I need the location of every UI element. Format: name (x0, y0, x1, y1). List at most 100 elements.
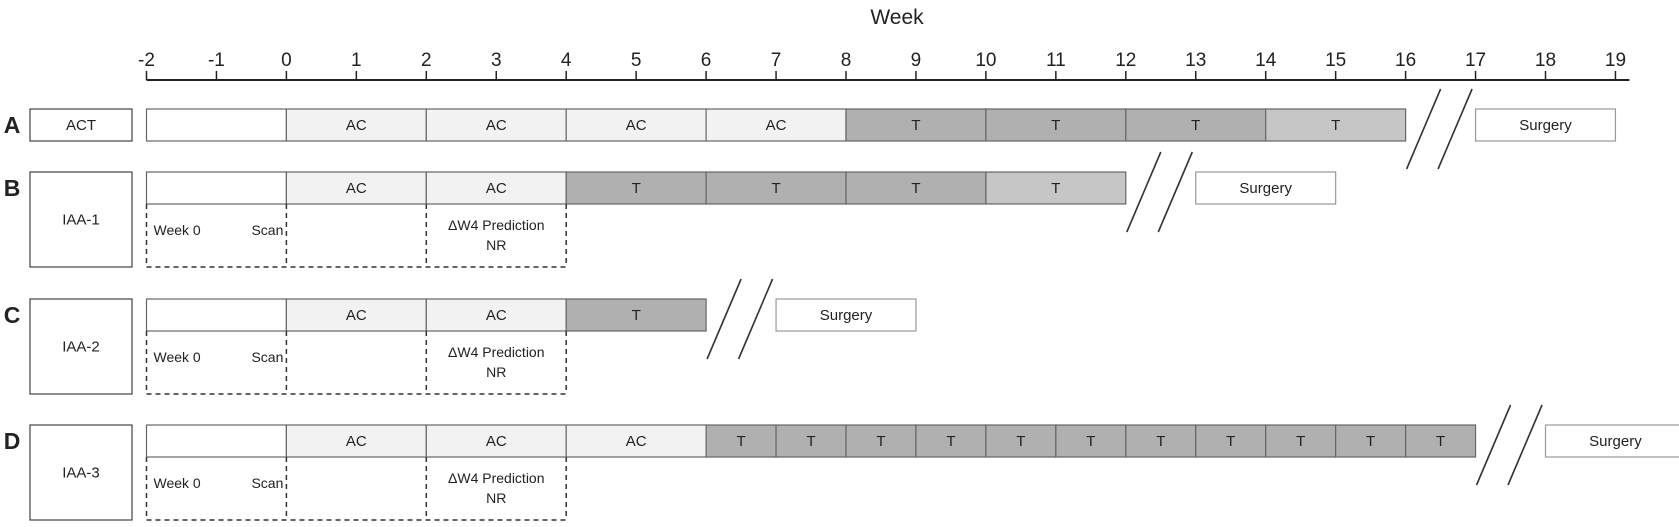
segment-label: Surgery (1519, 117, 1572, 134)
axis-tick-label: 7 (771, 50, 782, 71)
segment-label: T (1331, 117, 1340, 134)
axis-tick-label: 8 (841, 50, 852, 71)
segment-label: Surgery (1239, 180, 1292, 197)
axis-tick-label: 14 (1255, 50, 1277, 71)
axis-tick-label: 3 (491, 50, 502, 71)
baseline-segment (145, 108, 287, 142)
prediction-result: NR (486, 364, 506, 380)
ac-segment (565, 424, 707, 458)
break-mark (1157, 151, 1194, 233)
segment-label: T (911, 180, 920, 197)
taxane-segment (1335, 424, 1407, 458)
segment-label: T (1191, 117, 1200, 134)
axis-tick-label: 1 (351, 50, 362, 71)
ac-segment (285, 171, 427, 205)
segment-label: AC (346, 117, 367, 134)
group-name-box (29, 298, 133, 395)
segment-label: T (876, 433, 885, 450)
segment-label: T (632, 307, 641, 324)
segment-label: AC (346, 307, 367, 324)
row-letter: D (4, 428, 21, 454)
baseline-segment (145, 424, 287, 458)
scan-label: Scan (251, 475, 283, 491)
baseline-segment (145, 298, 287, 332)
segment-label: AC (486, 180, 507, 197)
axis-tick-label: 6 (701, 50, 712, 71)
segment-label: AC (486, 117, 507, 134)
taxane-segment (1055, 424, 1127, 458)
week0-label: Week 0 (154, 349, 201, 365)
group-name-label: IAA-1 (62, 212, 100, 229)
break-mark (737, 278, 774, 360)
axis-tick-label: 15 (1325, 50, 1346, 71)
x-axis-title: Week (870, 6, 924, 29)
segment-label: AC (486, 433, 507, 450)
axis-tick-label: 19 (1605, 50, 1626, 71)
taxane-segment (985, 424, 1057, 458)
segment-label: AC (346, 180, 367, 197)
axis-tick-label: 16 (1395, 50, 1416, 71)
row-letter: A (4, 112, 21, 138)
row-letter: C (4, 302, 21, 328)
taxane-segment (1125, 108, 1267, 142)
segment-label: AC (486, 307, 507, 324)
taxane-segment (915, 424, 987, 458)
row-letter: B (4, 175, 21, 201)
taxane-segment (1404, 424, 1477, 458)
prediction-label: ΔW4 Prediction (448, 470, 545, 486)
segment-label: AC (346, 433, 367, 450)
taxane-segment (1195, 424, 1267, 458)
axis-tick-label: 10 (975, 50, 996, 71)
axis-tick-label: 9 (911, 50, 922, 71)
segment-label: T (1226, 433, 1235, 450)
segment-label: T (1086, 433, 1095, 450)
break-mark (1507, 404, 1543, 486)
taxane-segment (775, 424, 847, 458)
group-name-box (29, 424, 133, 521)
group-name-box (29, 108, 133, 142)
axis-tick-label: 12 (1115, 50, 1136, 71)
prediction-result: NR (486, 237, 506, 253)
taxane-segment (845, 108, 987, 142)
week0-label: Week 0 (154, 222, 201, 238)
segment-label: T (806, 433, 815, 450)
axis-tick-label: 11 (1046, 50, 1066, 71)
segment-label: T (736, 433, 745, 450)
segment-label: AC (626, 117, 647, 134)
group-name-label: ACT (66, 117, 96, 134)
segment-label: T (771, 180, 780, 197)
prediction-result: NR (486, 490, 506, 506)
segment-label: T (1366, 433, 1375, 450)
surgery-box (775, 298, 917, 332)
taxane-segment (845, 171, 987, 205)
surgery-box (1544, 424, 1679, 458)
segment-label: T (1051, 117, 1060, 134)
axis-tick-label: -2 (138, 50, 155, 71)
segment-label: Surgery (1589, 433, 1642, 450)
taxane-segment (985, 108, 1127, 142)
break-mark (1126, 151, 1162, 233)
week0-label: Week 0 (154, 475, 201, 491)
segment-label: T (946, 433, 955, 450)
axis-tick-label: 5 (631, 50, 642, 71)
scan-label: Scan (251, 349, 283, 365)
ac-segment (425, 171, 567, 205)
prediction-label: ΔW4 Prediction (448, 344, 545, 360)
taxane-segment (1265, 108, 1407, 142)
break-mark (1437, 88, 1473, 170)
taxane-segment (985, 171, 1127, 205)
segment-label: T (1436, 433, 1445, 450)
ac-segment (425, 298, 567, 332)
axis-tick-label: -1 (208, 50, 225, 71)
baseline-segment (145, 171, 287, 205)
segment-label: T (911, 117, 920, 134)
surgery-box (1474, 108, 1617, 142)
segment-label: T (1296, 433, 1305, 450)
taxane-segment (705, 171, 847, 205)
